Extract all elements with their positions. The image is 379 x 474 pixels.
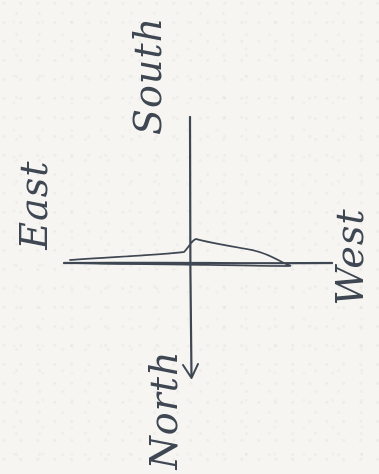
label-west: West (328, 208, 372, 306)
label-south: South (126, 16, 170, 136)
label-east: East (12, 160, 56, 250)
north-arrowhead (182, 363, 199, 379)
north-south-axis-line (188, 115, 193, 379)
sketched-curve (69, 238, 292, 267)
label-north: North (142, 350, 186, 470)
